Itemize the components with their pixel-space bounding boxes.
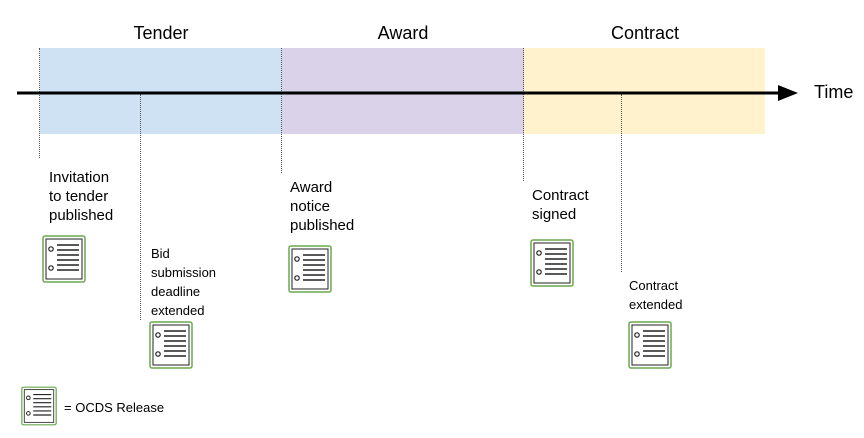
event-label-line: Contract: [532, 187, 589, 204]
tender-phase-band: [40, 48, 282, 134]
legend-document-icon: [21, 386, 57, 426]
event-line-award-notice: [281, 48, 282, 173]
time-axis-label: Time: [814, 82, 854, 102]
award-phase-band: [282, 48, 524, 134]
event-label-line: notice: [290, 198, 331, 215]
legend-label: = OCDS Release: [64, 400, 165, 415]
document-icon: [628, 321, 672, 369]
event-label-line: extended: [629, 297, 683, 312]
event-label-contract-extended: Contract extended: [629, 276, 683, 314]
contract-phase-band: [524, 48, 765, 134]
event-label-line: to tender: [49, 188, 109, 205]
document-icon: [530, 239, 574, 287]
event-label-contract-signed: Contract signed: [532, 186, 589, 224]
event-label-line: published: [290, 217, 355, 234]
event-label-line: Contract: [629, 278, 679, 293]
event-label-line: Invitation: [49, 169, 110, 186]
contract-phase-label: Contract: [610, 23, 680, 43]
event-line-bid-deadline: [140, 94, 141, 320]
event-label-line: published: [49, 207, 114, 224]
event-line-contract-extended: [621, 94, 622, 272]
event-label-line: signed: [532, 206, 577, 223]
event-label-invitation: Invitation to tender published: [49, 168, 113, 225]
document-icon: [42, 235, 86, 283]
timeline-arrow: [17, 85, 798, 101]
event-label-line: submission: [151, 265, 217, 280]
event-label-award-notice: Award notice published: [290, 178, 354, 235]
tender-phase-label: Tender: [133, 23, 189, 43]
event-label-line: Award: [290, 179, 333, 196]
event-label-line: Bid: [151, 246, 170, 261]
document-icon: [149, 321, 193, 369]
document-icon: [288, 245, 332, 293]
event-label-line: extended: [151, 303, 205, 318]
event-label-line: deadline: [151, 284, 201, 299]
award-phase-label: Award: [377, 23, 429, 43]
event-label-bid-deadline: Bid submission deadline extended: [151, 244, 216, 320]
event-line-contract-signed: [523, 48, 524, 181]
event-line-invitation: [39, 48, 40, 158]
